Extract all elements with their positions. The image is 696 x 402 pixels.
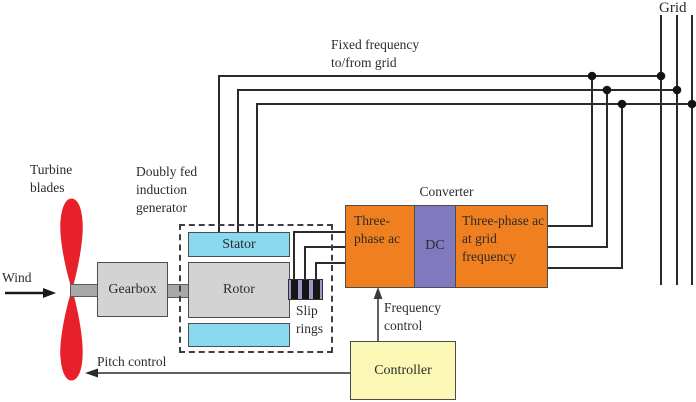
fixed-frequency-label: Fixed frequency to/from grid: [331, 37, 420, 70]
converter-output-section: Three-phase ac at grid frequency: [456, 206, 547, 287]
controller-block: Controller: [350, 341, 456, 400]
slip-rings-label: Slip rings: [296, 303, 323, 336]
converter-output-label: Three-phase ac at grid frequency: [462, 213, 545, 264]
converter-title: Converter: [419, 184, 474, 199]
stator-label: Stator: [222, 236, 256, 252]
slip-ring-contact: [313, 280, 320, 299]
converter-input-section: Three-phase ac: [346, 206, 414, 287]
stator-bottom-bar: [188, 323, 290, 347]
slip-ring-contact: [291, 280, 298, 299]
frequency-control-arrow: [373, 287, 383, 341]
controller-label: Controller: [374, 362, 432, 378]
converter-dc-label: DC: [425, 238, 445, 254]
pitch-control-arrow: [85, 368, 350, 378]
dfig-label: Doubly fed induction generator: [136, 164, 198, 215]
rotor-label: Rotor: [223, 282, 255, 297]
converter-dc-section: DC: [414, 206, 456, 287]
junction-dots: [587, 71, 696, 109]
turbine-blades-label: Turbine blades: [30, 162, 73, 195]
stator-block: Stator: [188, 232, 290, 257]
gearbox-block: Gearbox: [97, 262, 168, 317]
turbine-blades-shape: [60, 198, 83, 381]
converter-block: Three-phase ac DC Three-phase ac at grid…: [345, 205, 548, 288]
grid-bus-lines: [660, 15, 693, 285]
stator-grid-wires: [218, 75, 696, 233]
rotor-block: Rotor: [188, 262, 290, 318]
grid-label: Grid: [659, 0, 687, 16]
converter-grid-wires: [548, 76, 623, 269]
wind-arrow: [5, 288, 56, 298]
slip-rings-block: [288, 279, 323, 300]
gearbox-label: Gearbox: [108, 281, 157, 297]
dfig-dashed-outline: [179, 224, 333, 353]
converter-input-label: Three-phase ac: [354, 213, 401, 246]
pitch-control-label: Pitch control: [97, 354, 167, 369]
wind-label: Wind: [2, 270, 32, 285]
main-shaft: [70, 284, 99, 297]
frequency-control-label: Frequency control: [384, 300, 441, 333]
slip-ring-contact: [302, 280, 309, 299]
